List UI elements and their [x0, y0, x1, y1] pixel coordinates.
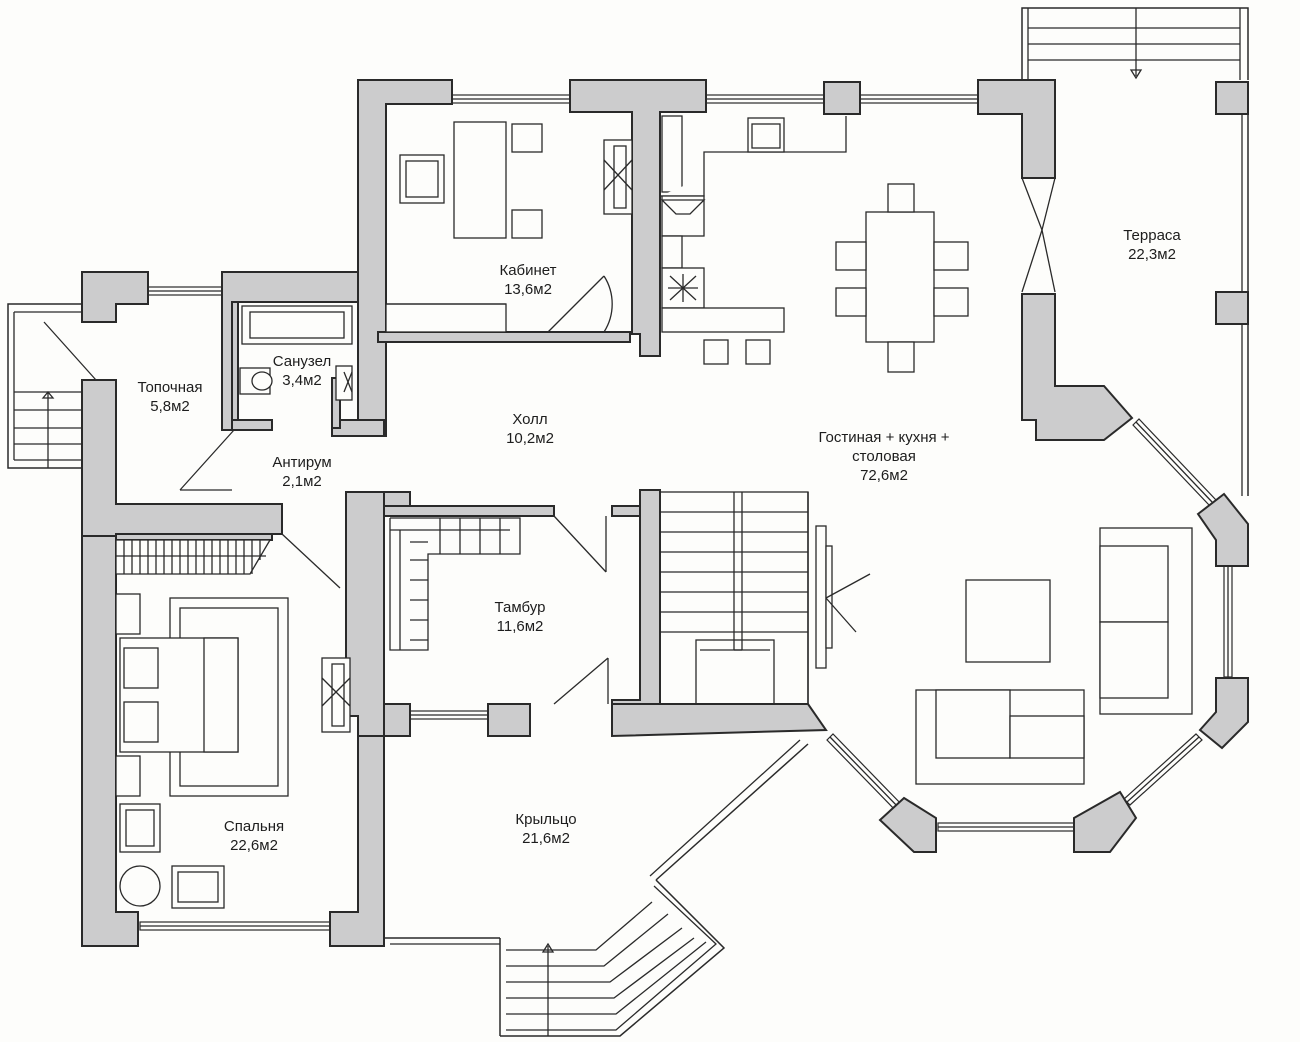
room-name-kabinet: Кабинет [499, 262, 556, 279]
room-area-antirum: 2,1м2 [282, 473, 322, 490]
room-name-topochnaya: Топочная [137, 379, 202, 396]
windows [139, 94, 1233, 931]
room-name-antirum: Антирум [272, 454, 331, 471]
tambur-furniture [389, 515, 609, 705]
room-area-krylco: 21,6м2 [522, 830, 570, 847]
antirum-doors [179, 429, 347, 590]
kabinet-furniture [385, 121, 633, 333]
stair-left [7, 303, 97, 469]
living-furniture [815, 525, 1193, 785]
porch [384, 739, 809, 1037]
main-stair [659, 491, 809, 705]
room-name-gostinaya-2: столовая [852, 448, 916, 465]
room-name-sanuzel: Санузел [273, 353, 331, 370]
bedroom-furniture [115, 539, 351, 909]
room-area-spalnya: 22,6м2 [230, 837, 278, 854]
room-name-terrasa: Терраса [1123, 227, 1181, 244]
room-name-gostinaya-1: Гостиная + кухня + [818, 429, 949, 446]
room-name-holl: Холл [512, 411, 547, 428]
room-labels: Кабинет 13,6м2 Терраса 22,3м2 Топочная 5… [137, 227, 1181, 854]
terrace [1021, 7, 1249, 496]
room-area-holl: 10,2м2 [506, 430, 554, 447]
room-area-terrasa: 22,3м2 [1128, 246, 1176, 263]
room-area-tambur: 11,6м2 [497, 618, 544, 635]
kitchen [660, 115, 969, 373]
room-area-topochnaya: 5,8м2 [150, 398, 190, 415]
room-name-spalnya: Спальня [224, 818, 284, 835]
room-name-krylco: Крыльцо [515, 811, 576, 828]
room-area-sanuzel: 3,4м2 [282, 372, 322, 389]
room-area-gostinaya: 72,6м2 [860, 467, 908, 484]
room-area-kabinet: 13,6м2 [504, 281, 552, 298]
room-name-tambur: Тамбур [495, 599, 546, 616]
bathroom [239, 305, 353, 401]
wardrobe-hatch [123, 540, 261, 574]
walls [81, 79, 1249, 947]
